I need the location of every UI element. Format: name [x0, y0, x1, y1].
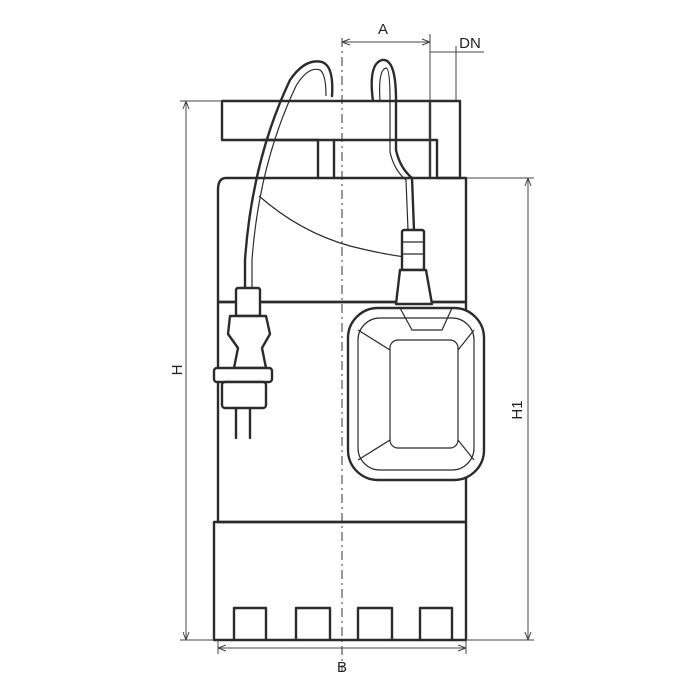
- base-foot-1: [232, 606, 268, 642]
- label-h: H: [169, 365, 186, 376]
- base-foot-3: [356, 606, 394, 642]
- float-switch-icon: [346, 306, 486, 482]
- dimension-h: H: [169, 100, 222, 641]
- power-plug-icon: [212, 286, 274, 440]
- float-switch-cable: [370, 58, 416, 232]
- dimension-b: B: [217, 640, 467, 676]
- float-cable-clamp: [394, 228, 434, 306]
- base-foot-4: [418, 606, 454, 642]
- power-cable-inner: [251, 68, 327, 290]
- pump-top-head: [220, 99, 462, 180]
- pump-base: [212, 520, 468, 642]
- cable-guide-curve: [258, 195, 416, 259]
- label-h1: H1: [509, 400, 526, 419]
- dimension-dn: DN: [430, 35, 484, 101]
- base-foot-2: [294, 606, 332, 642]
- dimension-a: A: [341, 21, 431, 178]
- power-cable: [243, 60, 334, 292]
- label-a: A: [378, 21, 388, 38]
- float-switch-cable-inner: [379, 67, 409, 231]
- label-dn: DN: [459, 35, 481, 52]
- handle-slot: [260, 138, 320, 180]
- label-b: B: [337, 659, 347, 676]
- dimension-h1: H1: [466, 177, 534, 641]
